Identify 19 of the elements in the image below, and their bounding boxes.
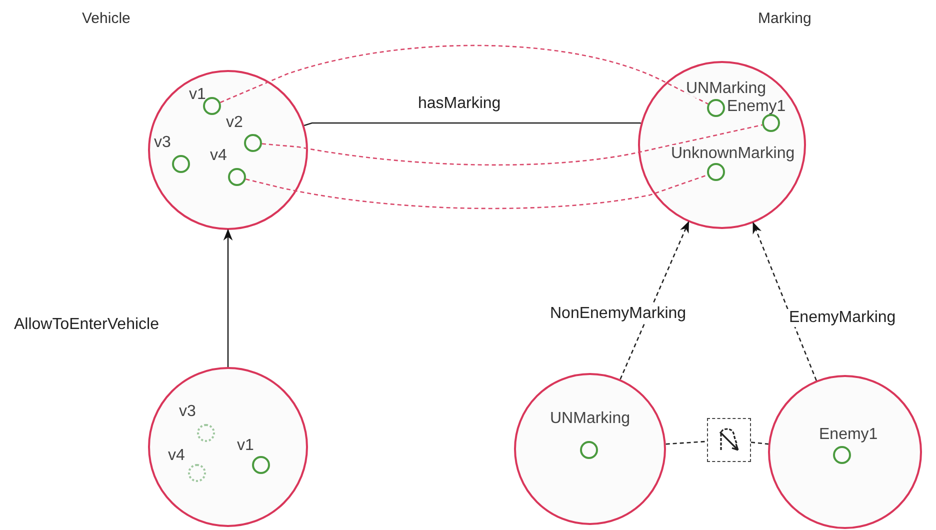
set-title: Marking xyxy=(758,10,812,27)
instance-label: Enemy1 xyxy=(818,426,879,444)
edge-label: hasMarking xyxy=(416,95,503,113)
dashed-connector xyxy=(666,440,708,445)
instance-label: UNMarking xyxy=(549,410,632,428)
disjoint-box xyxy=(707,418,751,462)
instance-label: Enemy1 xyxy=(726,98,787,116)
dashed-connector xyxy=(750,442,768,445)
connector xyxy=(223,228,233,367)
edge-label: EnemyMarking xyxy=(787,309,898,327)
connector xyxy=(304,122,641,126)
instance-label: UNMarking xyxy=(685,80,768,98)
dashed-connector xyxy=(220,44,708,104)
dashed-connector xyxy=(752,222,817,381)
instance-label: UnknownMarking xyxy=(670,145,796,163)
set-title: Vehicle xyxy=(82,10,130,27)
dashed-connector xyxy=(246,174,708,210)
dashed-connector xyxy=(620,220,690,380)
dashed-connector xyxy=(262,124,762,166)
